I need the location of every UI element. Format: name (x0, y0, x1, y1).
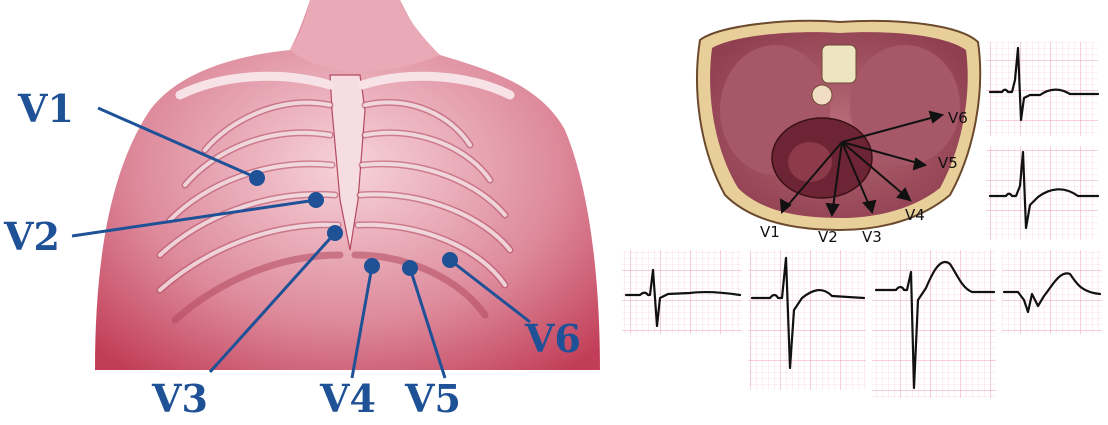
chest-label-v5: V5 (404, 376, 461, 421)
ecg-panel-v4 (748, 250, 866, 390)
electrode-v6 (442, 252, 458, 268)
chest-illustration (95, 0, 600, 370)
neck (290, 0, 440, 71)
ct-label-v1: V1 (760, 223, 780, 241)
ct-label-v5: V5 (938, 154, 958, 172)
ct-label-v6: V6 (948, 109, 968, 127)
ecg-panel-v1 (986, 42, 1098, 136)
chest-label-v1: V1 (17, 86, 74, 131)
ct-label-v4: V4 (905, 206, 925, 224)
electrode-v5 (402, 260, 418, 276)
electrode-v4 (364, 258, 380, 274)
spine (822, 45, 856, 83)
chest-label-v2: V2 (3, 214, 60, 259)
thorax-cross-section (697, 21, 980, 230)
ecg-panel-v2 (986, 146, 1098, 240)
ecg-panel-v6 (1002, 250, 1102, 334)
electrode-v3 (327, 225, 343, 241)
chest-label-v4: V4 (319, 376, 376, 421)
ecg-panel-v3 (622, 250, 742, 334)
aorta (812, 85, 832, 105)
ecg-panel-v5 (872, 250, 996, 398)
electrode-v1 (249, 170, 265, 186)
chest-label-v3: V3 (151, 376, 208, 421)
ct-label-v3: V3 (862, 228, 882, 246)
electrode-v2 (308, 192, 324, 208)
chest-label-v6: V6 (524, 316, 581, 361)
ct-label-v2: V2 (818, 228, 838, 246)
